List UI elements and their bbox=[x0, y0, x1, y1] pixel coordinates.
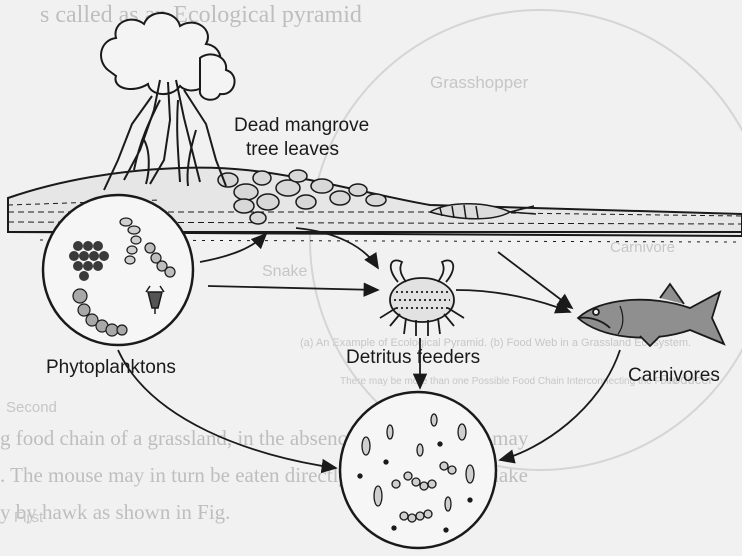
bleed-grasshopper: Grasshopper bbox=[430, 73, 529, 92]
phytoplankton-circle bbox=[43, 195, 193, 345]
bleed-carnivore: Carnivore bbox=[610, 239, 675, 256]
bleed-snake: Snake bbox=[262, 263, 307, 280]
bleed-heading: s called as an Ecological pyramid bbox=[40, 2, 362, 28]
decomposer-circle bbox=[340, 392, 496, 548]
label-detritus-feeders: Detritus feeders bbox=[346, 347, 480, 368]
label-dead-mangrove: Dead mangrove bbox=[234, 115, 369, 136]
arrow-phyto-to-detritus bbox=[208, 286, 378, 290]
crab-icon bbox=[380, 260, 464, 336]
label-tree-leaves: tree leaves bbox=[246, 139, 339, 160]
bleed-caption-2: There may be more than one Possible Food… bbox=[340, 376, 677, 387]
label-phytoplanktons: Phytoplanktons bbox=[46, 357, 176, 378]
label-carnivores: Carnivores bbox=[628, 365, 720, 386]
mangrove-tree bbox=[101, 13, 235, 190]
arrow-phyto-to-litter bbox=[200, 234, 266, 262]
bleed-second: Second bbox=[6, 399, 57, 416]
bleed-first: First bbox=[14, 509, 44, 526]
